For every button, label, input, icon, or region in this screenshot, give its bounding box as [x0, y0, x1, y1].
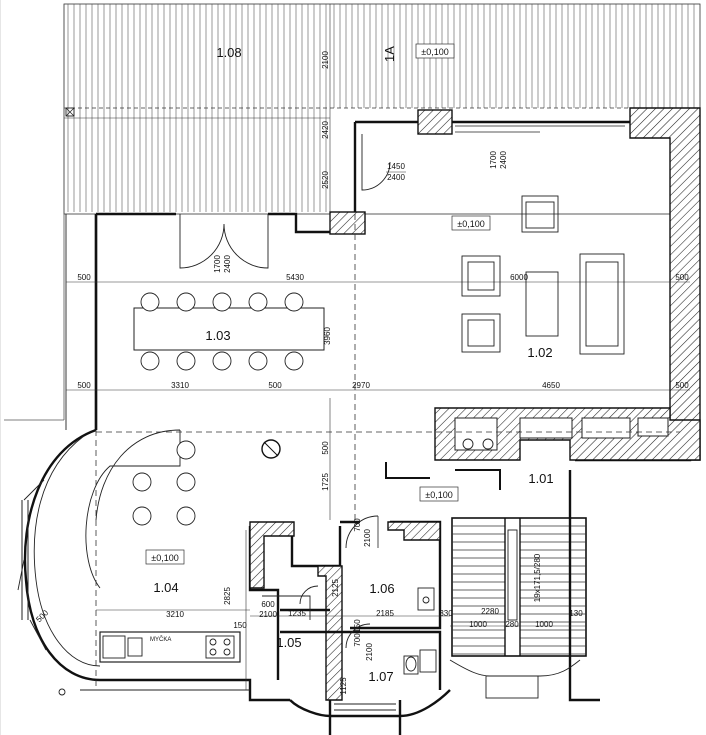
- building-walls: [65, 107, 701, 462]
- staircase: [449, 470, 600, 702]
- bar-counter: [85, 429, 181, 589]
- dim-text: 4650: [542, 381, 560, 390]
- room-label-1-03: 1.03: [205, 328, 230, 343]
- bay-window-104: [17, 428, 290, 702]
- dim-text: 5430: [286, 273, 304, 282]
- dim-text: 1700: [213, 255, 222, 273]
- dim-text: 2100: [365, 643, 374, 661]
- dim-text: 1450: [387, 162, 405, 171]
- service-block: [248, 515, 442, 701]
- chair: [176, 351, 196, 371]
- dim-text: 2125: [331, 579, 340, 597]
- room-label-1-01: 1.01: [528, 471, 553, 486]
- bar-stool: [132, 472, 152, 492]
- dim-text: 500: [675, 381, 689, 390]
- level-living: ±0,100: [457, 219, 484, 229]
- chair: [176, 292, 196, 312]
- dim-text: 2970: [352, 381, 370, 390]
- chair: [284, 351, 304, 371]
- dim-text: 6000: [510, 273, 528, 282]
- washbasin: [417, 587, 435, 611]
- dim-text: 500: [675, 273, 689, 282]
- living-furniture: [461, 195, 625, 355]
- dim-text: 19x171,5/280: [533, 553, 542, 602]
- level-kitchen: ±0,100: [151, 553, 178, 563]
- drain-icon: [65, 107, 75, 117]
- section-mark: 1A: [382, 46, 397, 62]
- kitchen-counter: [99, 631, 241, 663]
- dim-text: 1235: [288, 609, 306, 618]
- dim-text: 150: [233, 621, 247, 630]
- room-label-1-04: 1.04: [153, 580, 178, 595]
- dim-text: 2100: [259, 610, 277, 619]
- dim-text: 2400: [223, 255, 232, 273]
- dining-table: [133, 292, 325, 371]
- dim-text: 500: [77, 381, 91, 390]
- chair: [248, 351, 268, 371]
- chair: [248, 292, 268, 312]
- bar-stool: [176, 506, 196, 526]
- dim-text: 3960: [323, 327, 332, 345]
- terrace-door: [179, 214, 269, 269]
- dim-text: 2185: [376, 609, 394, 618]
- dim-text: 1000: [535, 620, 553, 629]
- level-hall: ±0,100: [425, 490, 452, 500]
- dim-text: 700: [353, 633, 362, 647]
- room-label-1-08: 1.08: [216, 45, 241, 60]
- dim-text: 500: [34, 608, 50, 624]
- dim-text: 130: [569, 609, 583, 618]
- dim-text: 700: [353, 518, 362, 532]
- dim-text: 500: [77, 273, 91, 282]
- chair: [140, 351, 160, 371]
- terrace-door-2: [361, 134, 391, 191]
- toilet: [403, 655, 419, 675]
- dim-text: 330: [439, 609, 453, 618]
- dim-text: 2280: [481, 607, 499, 616]
- dim-text: 2520: [321, 171, 330, 189]
- dim-text: 150: [353, 619, 362, 633]
- chair: [212, 292, 232, 312]
- bar-stool: [176, 440, 196, 460]
- room-label-1-02: 1.02: [527, 345, 552, 360]
- dim-text: 3210: [166, 610, 184, 619]
- dim-text: 1125: [339, 677, 348, 695]
- dim-text: 2400: [387, 173, 405, 182]
- dim-text: 1725: [321, 473, 330, 491]
- dim-text: 600: [261, 600, 275, 609]
- room-label-1-06: 1.06: [369, 581, 394, 596]
- bar-stool: [132, 506, 152, 526]
- dim-text: 2400: [499, 151, 508, 169]
- wall-segment: [329, 211, 366, 235]
- dim-text: 2100: [363, 529, 372, 547]
- dim-text: 3310: [171, 381, 189, 390]
- dim-text: 500: [321, 441, 330, 455]
- chair: [140, 292, 160, 312]
- dim-text: 1700: [489, 151, 498, 169]
- level-terrace: ±0,100: [421, 47, 448, 57]
- terrace-decking: [63, 3, 701, 215]
- room-label-1-05: 1.05: [276, 635, 301, 650]
- dim-text: 500: [268, 381, 282, 390]
- chimney: [417, 109, 453, 135]
- dim-text: 2420: [321, 121, 330, 139]
- dim-text: 2100: [321, 51, 330, 69]
- bar-stool: [176, 472, 196, 492]
- room-label-1-07: 1.07: [368, 669, 393, 684]
- bar-stools: [132, 440, 196, 526]
- chair: [212, 351, 232, 371]
- chair: [284, 292, 304, 312]
- dim-text: 280: [505, 620, 519, 629]
- dim-text: 1000: [469, 620, 487, 629]
- dishwasher-label: MYČKA: [150, 636, 171, 643]
- dim-text: 2825: [223, 587, 232, 605]
